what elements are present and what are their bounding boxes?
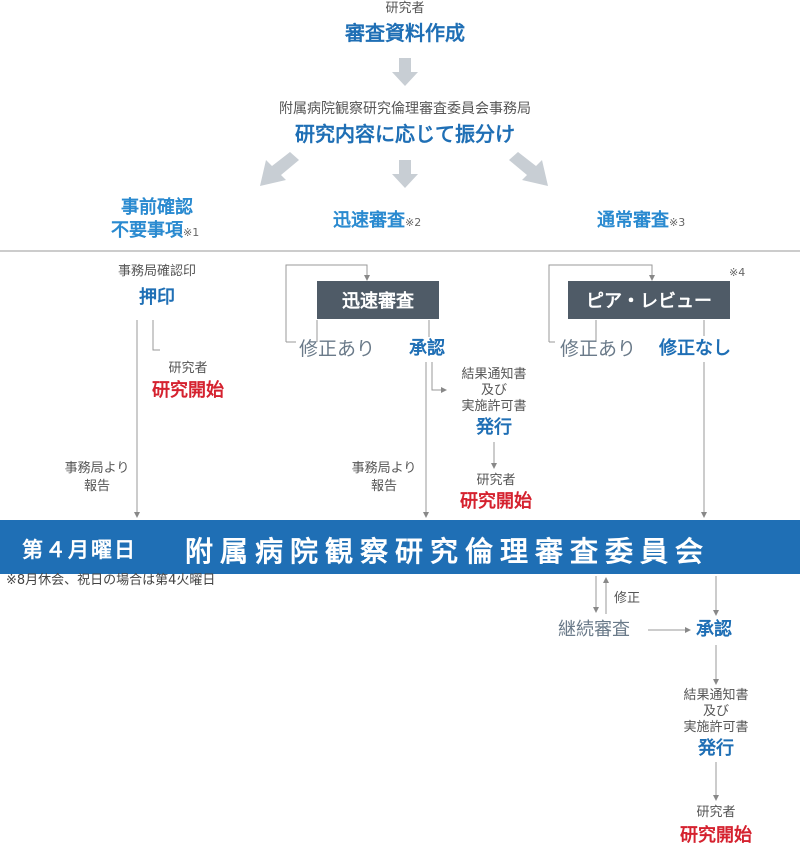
- note-4: ※4: [729, 266, 746, 279]
- meeting-date: 第４月曜日: [22, 538, 137, 562]
- committee-name: 附属病院観察研究倫理審査委員会: [185, 535, 711, 568]
- office-seal-label: 事務局確認印: [117, 264, 197, 279]
- big-arrows: [260, 58, 548, 188]
- note-1: ※1: [183, 226, 200, 239]
- left-report-line1: 事務局より: [64, 461, 130, 476]
- middle-research-start: 研究開始: [460, 491, 532, 512]
- bottom-research-start: 研究開始: [680, 825, 752, 846]
- bottom-researcher-label: 研究者: [696, 805, 736, 820]
- arrow-down-left: [260, 152, 299, 186]
- middle-issue: 発行: [476, 417, 512, 438]
- middle-notice-line3: 実施許可書: [461, 399, 527, 414]
- peer-review-box: ピア・レビュー: [568, 281, 730, 319]
- category-no-confirm-line1: 事前確認: [121, 197, 193, 218]
- bottom-notice-line1: 結果通知書: [683, 688, 749, 703]
- arrow-down-center: [392, 160, 418, 188]
- committee-banner: 第４月曜日 附属病院観察研究倫理審査委員会: [0, 520, 800, 574]
- create-docs-step: 審査資料作成: [345, 21, 465, 45]
- middle-notice-line2: 及び: [480, 383, 508, 398]
- note-3: ※3: [669, 216, 686, 229]
- arrow-down-right: [509, 152, 548, 186]
- arrow-down-top: [392, 58, 418, 86]
- holiday-footnote: ※8月休会、祝日の場合は第4火曜日: [6, 573, 216, 588]
- middle-revise: 修正あり: [299, 338, 376, 360]
- continued-review: 継続審査: [558, 619, 630, 640]
- left-report-line2: 報告: [83, 479, 111, 494]
- left-research-start: 研究開始: [152, 380, 224, 401]
- middle-approve: 承認: [409, 338, 445, 359]
- middle-report-line2: 報告: [370, 479, 398, 494]
- bottom-issue: 発行: [698, 738, 734, 759]
- bottom-revision: 修正: [614, 591, 641, 606]
- middle-researcher-label: 研究者: [476, 473, 516, 488]
- office-label: 附属病院観察研究倫理審査委員会事務局: [279, 101, 531, 117]
- middle-notice-line1: 結果通知書: [461, 367, 527, 382]
- assign-step: 研究内容に応じて振分け: [295, 122, 515, 146]
- top-researcher-label: 研究者: [385, 1, 425, 16]
- category-expedited: 迅速審査※2: [333, 210, 422, 231]
- bottom-notice-line3: 実施許可書: [683, 720, 749, 735]
- bottom-notice-line2: 及び: [702, 704, 730, 719]
- bottom-approve: 承認: [696, 619, 732, 640]
- seal-step: 押印: [139, 287, 175, 308]
- middle-report-line1: 事務局より: [351, 461, 417, 476]
- category-regular: 通常審査※3: [597, 210, 686, 231]
- right-no-revise: 修正なし: [659, 338, 731, 359]
- left-researcher-label: 研究者: [168, 361, 208, 376]
- note-2: ※2: [405, 216, 422, 229]
- right-revise: 修正あり: [560, 338, 637, 360]
- expedited-review-box: 迅速審査: [317, 281, 439, 319]
- category-no-confirm-line2: 不要事項※1: [111, 220, 200, 241]
